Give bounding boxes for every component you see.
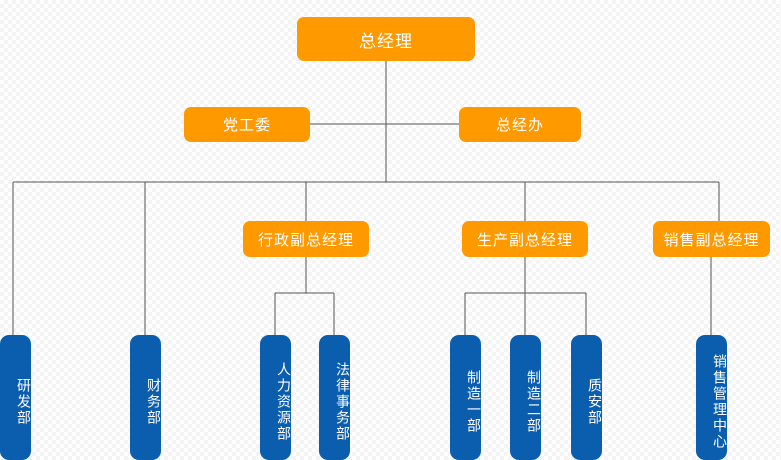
node-label: 人力资源部 <box>275 362 291 442</box>
node-party-committee[interactable]: 党工委 <box>184 107 310 142</box>
node-sales-vice-gm[interactable]: 销售副总经理 <box>653 221 770 257</box>
node-label: 生产副总经理 <box>476 230 573 249</box>
node-label: 党工委 <box>222 116 271 134</box>
node-manufacturing-2-department[interactable]: 制造二部 <box>510 335 541 460</box>
node-rd-department[interactable]: 研发部 <box>0 335 31 460</box>
node-finance-department[interactable]: 财务部 <box>130 335 161 460</box>
node-hr-department[interactable]: 人力资源部 <box>260 335 291 460</box>
node-manufacturing-1-department[interactable]: 制造一部 <box>450 335 481 460</box>
node-quality-safety-department[interactable]: 质安部 <box>571 335 602 460</box>
node-label: 法律事务部 <box>334 362 350 442</box>
node-label: 研发部 <box>15 378 31 426</box>
node-sales-management-center[interactable]: 销售管理中心 <box>696 335 727 460</box>
node-label: 总经办 <box>495 116 544 134</box>
node-label: 销售副总经理 <box>663 230 760 249</box>
node-administrative-vice-gm[interactable]: 行政副总经理 <box>243 221 369 257</box>
node-general-manager[interactable]: 总经理 <box>297 17 475 61</box>
node-general-manager-office[interactable]: 总经办 <box>459 107 581 142</box>
node-label: 制造二部 <box>525 370 541 434</box>
node-label: 质安部 <box>586 378 602 426</box>
node-legal-department[interactable]: 法律事务部 <box>319 335 350 460</box>
node-label: 销售管理中心 <box>711 354 727 450</box>
node-label: 行政副总经理 <box>257 230 354 249</box>
node-label: 制造一部 <box>465 370 481 434</box>
node-production-vice-gm[interactable]: 生产副总经理 <box>462 221 588 257</box>
node-label: 财务部 <box>145 378 161 426</box>
node-label: 总经理 <box>359 31 413 52</box>
